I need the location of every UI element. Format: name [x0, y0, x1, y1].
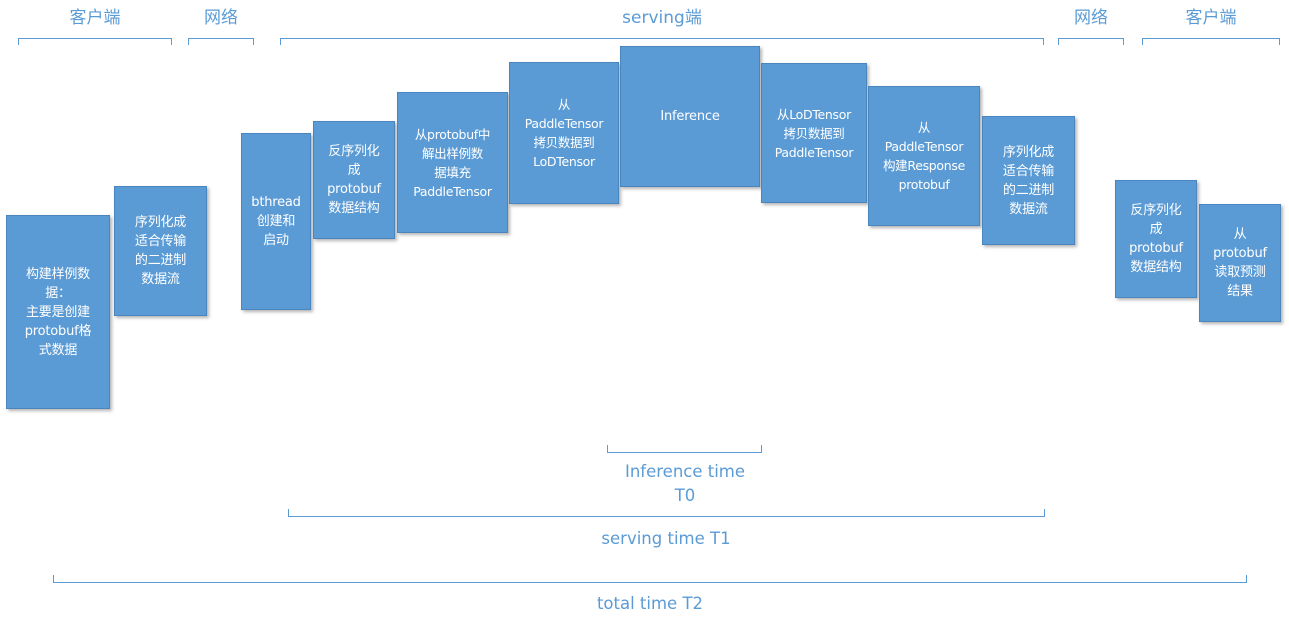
- step-fill-paddletensor: 从protobuf中 解出样例数 据填充 PaddleTensor: [397, 92, 508, 233]
- step-deserialize-server: 反序列化 成 protobuf 数据结构: [313, 121, 395, 239]
- step-inference: Inference: [620, 46, 760, 187]
- step-serialize-server: 序列化成 适合传输 的二进制 数据流: [982, 116, 1075, 245]
- section-label-serving: serving端: [622, 8, 702, 28]
- total-time-label: total time T2: [596, 594, 704, 613]
- bracket-serving-time: [288, 509, 1045, 517]
- step-copy-to-paddletensor: 从LoDTensor 拷贝数据到 PaddleTensor: [761, 63, 867, 203]
- step-bthread-create: bthread 创建和 启动: [241, 133, 311, 310]
- bracket-total-time: [53, 575, 1247, 583]
- bracket-client-left: [18, 38, 172, 45]
- step-deserialize-client: 反序列化 成 protobuf 数据结构: [1115, 180, 1197, 298]
- bracket-network-right: [1058, 38, 1124, 45]
- inference-time-label: Inference time T0: [624, 462, 746, 505]
- section-label-client-left: 客户端: [69, 8, 121, 28]
- bracket-network-left: [188, 38, 254, 45]
- section-label-client-right: 客户端: [1185, 8, 1237, 28]
- step-build-response: 从 PaddleTensor 构建Response protobuf: [868, 86, 980, 226]
- section-label-network-left: 网络: [204, 8, 238, 28]
- step-serialize-client: 序列化成 适合传输 的二进制 数据流: [114, 186, 207, 316]
- bracket-inference-time: [607, 445, 762, 453]
- bracket-serving: [280, 38, 1044, 45]
- bracket-client-right: [1142, 38, 1280, 45]
- step-read-prediction: 从 protobuf 读取预测 结果: [1199, 204, 1281, 322]
- section-label-network-right: 网络: [1074, 8, 1108, 28]
- step-copy-to-lodtensor: 从 PaddleTensor 拷贝数据到 LoDTensor: [509, 62, 619, 204]
- step-build-sample-data: 构建样例数 据： 主要是创建 protobuf格 式数据: [6, 215, 110, 409]
- serving-time-label: serving time T1: [601, 529, 731, 548]
